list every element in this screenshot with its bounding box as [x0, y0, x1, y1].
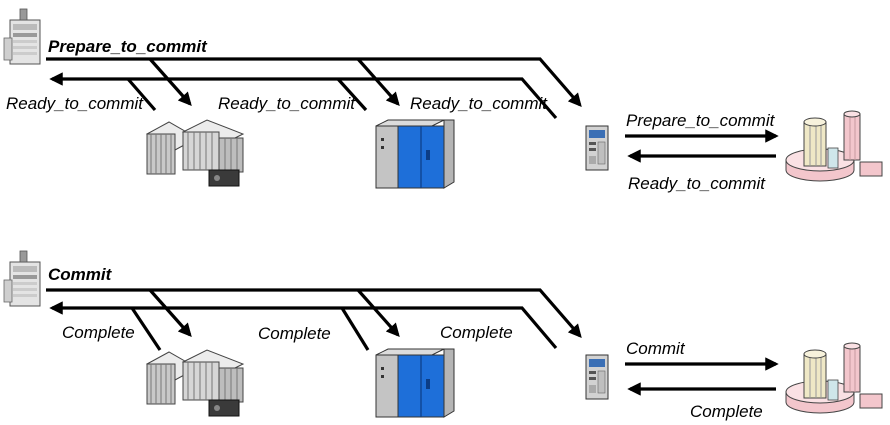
phase-1: Prepare_to_commit Ready_to_commit Ready_… — [3, 8, 883, 193]
ready-arrow-main — [49, 72, 558, 120]
coordinator-workstation-icon — [3, 250, 41, 307]
remote-request-label: Commit — [626, 339, 686, 358]
ready-arrow-branch-2 — [336, 77, 368, 112]
phase-2: Commit Complete Complete Complete Commit… — [3, 250, 883, 421]
coordinator-message-label: Prepare_to_commit — [48, 37, 208, 56]
small-server-icon — [585, 354, 609, 400]
commit-arrow-main — [46, 288, 582, 339]
remote-resource-manager-icon — [785, 342, 883, 414]
reply-label-2: Complete — [258, 324, 331, 343]
prepare-arrow-branch-2 — [356, 57, 400, 107]
prepare-arrow-branch-1 — [148, 57, 192, 107]
ready-arrow-branch-1 — [126, 77, 157, 112]
remote-reply-label: Complete — [690, 402, 763, 421]
complete-arrow-branch-1 — [130, 307, 162, 351]
remote-resource-manager-icon — [785, 110, 883, 182]
coordinator-message-label: Commit — [48, 265, 113, 284]
blue-cabinet-server-icon — [375, 119, 455, 189]
remote-request-label: Prepare_to_commit — [626, 111, 776, 130]
reply-label-1: Ready_to_commit — [6, 94, 144, 113]
rack-cluster-icon — [146, 349, 244, 417]
reply-label-3: Complete — [440, 323, 513, 342]
small-server-icon — [585, 125, 609, 171]
remote-reply-label: Ready_to_commit — [628, 174, 766, 193]
coordinator-workstation-icon — [3, 8, 41, 65]
commit-arrow-branch-2 — [356, 288, 400, 338]
reply-label-3: Ready_to_commit — [410, 94, 548, 113]
prepare-arrow-main — [46, 57, 582, 108]
complete-arrow-main — [49, 301, 558, 350]
rack-cluster-icon — [146, 119, 244, 187]
commit-arrow-branch-1 — [148, 288, 192, 338]
complete-arrow-branch-2 — [340, 307, 370, 351]
blue-cabinet-server-icon — [375, 348, 455, 418]
reply-label-2: Ready_to_commit — [218, 94, 356, 113]
reply-label-1: Complete — [62, 323, 135, 342]
